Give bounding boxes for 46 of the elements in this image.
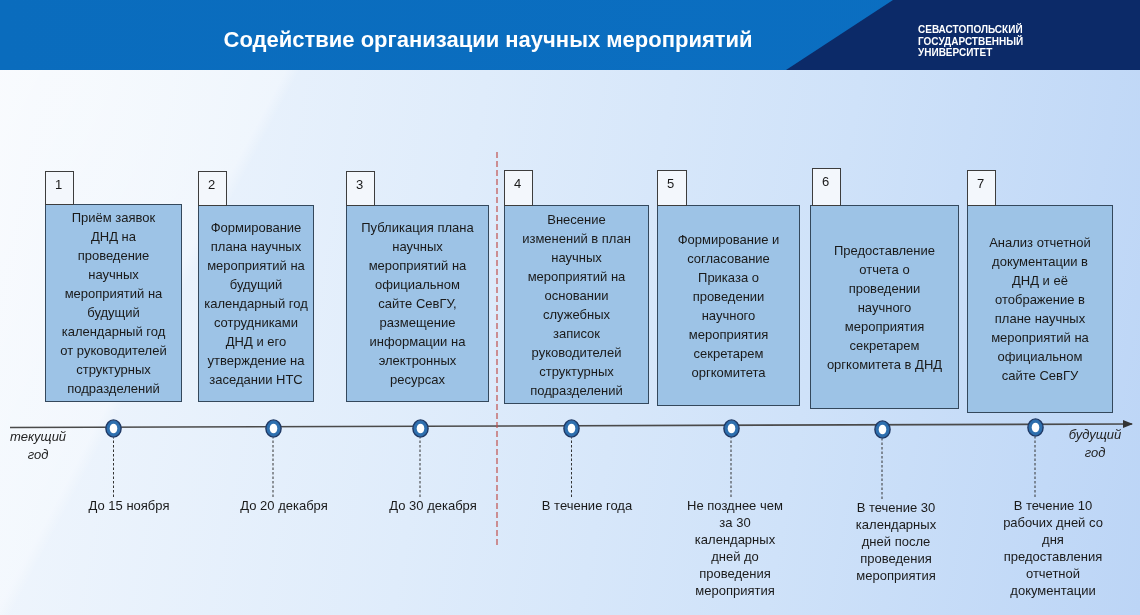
process-box	[967, 205, 1113, 413]
leader-line	[571, 437, 572, 498]
deadline-text: До 20 декабря	[229, 497, 339, 514]
timeline-marker	[563, 418, 580, 438]
step-text: Приём заявок ДНД на проведение научных мероприятий на будущий календарный год от руководителей структурных подразделений	[59, 209, 168, 398]
leader-line	[1034, 436, 1036, 498]
timeline-marker	[1026, 417, 1044, 437]
axis-label: текущий год	[8, 428, 68, 464]
deadline-text: До 15 ноября	[74, 497, 184, 514]
leader-line	[419, 437, 421, 498]
step-number: 7	[967, 170, 996, 206]
deadline-text: Не позднее чем за 30 календарных дней до проведения мероприятия	[684, 497, 786, 599]
step-number: 5	[657, 170, 687, 206]
deadline-text: До 30 декабря	[378, 497, 488, 514]
process-box	[45, 204, 182, 402]
process-box	[810, 205, 959, 409]
leader-line	[881, 438, 883, 500]
timeline-marker	[264, 418, 282, 438]
university-name: СЕВАСТОПОЛЬСКИЙ ГОСУДАРСТВЕННЫЙ УНИВЕРСИТЕТ	[918, 24, 1025, 59]
step-text: Анализ отчетной документации в ДНД и её отображение в плане научных мероприятий на официальном сайте СевГУ	[988, 234, 1092, 385]
timeline-marker	[873, 419, 891, 439]
leader-line	[272, 437, 274, 498]
step-number: 6	[812, 168, 841, 206]
step-text: Предоставление отчета о проведении научного мероприятия секретарем оргкомитета в ДНД	[825, 241, 944, 374]
step-number: 1	[45, 171, 74, 205]
title: Содействие организации научных мероприятий	[223, 27, 753, 53]
axis-label: будущий год	[1067, 426, 1123, 462]
leader-line	[113, 437, 114, 498]
step-text: Публикация плана научных мероприятий на официальном сайте СевГУ, размещение информации на электронных ресурсах	[360, 219, 475, 389]
step-text: Внесение изменений в план научных мероприятий на основании служебных записок руководителей структурных подразделений	[521, 210, 632, 400]
deadline-text: В течение 10 рабочих дней со дня предоставления отчетной документации	[1001, 497, 1105, 599]
timeline-marker	[411, 418, 429, 438]
step-number: 3	[346, 171, 375, 206]
step-text: Формирование плана научных мероприятий на будущий календарный год сотрудниками ДНД и его утверждение на заседании НТС	[203, 219, 309, 389]
process-box	[657, 205, 800, 406]
step-text: Формирование и согласование Приказа о проведении научного мероприятия секретарем оргкомитета	[676, 230, 781, 382]
process-box	[346, 205, 489, 402]
deadline-text: В течение 30 календарных дней после проведения мероприятия	[845, 499, 947, 584]
process-box	[198, 205, 314, 402]
step-number: 2	[198, 171, 227, 206]
timeline-marker	[722, 418, 740, 438]
timeline-marker	[105, 418, 122, 438]
deadline-text: В течение года	[532, 497, 642, 514]
process-box	[504, 205, 649, 404]
leader-line	[730, 437, 732, 498]
step-number: 4	[504, 170, 533, 206]
